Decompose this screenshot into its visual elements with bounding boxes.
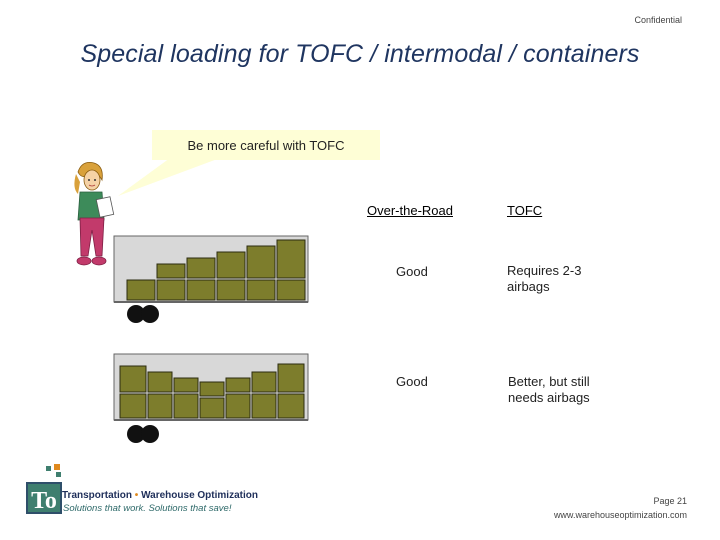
row2-tofc-line2: needs airbags [508,390,590,405]
speech-callout: Be more careful with TOFC [152,130,380,160]
page-title: Special loading for TOFC / intermodal / … [80,40,640,68]
column-header-over-the-road: Over-the-Road [367,203,453,218]
confidential-label: Confidential [634,15,682,25]
row1-tofc: Requires 2-3 airbags [507,263,581,295]
row2-over-the-road: Good [396,374,428,389]
person-illustration [74,162,115,266]
row2-tofc-line1: Better, but still [508,374,590,389]
callout-text: Be more careful with TOFC [187,137,345,153]
trailer-diagram-stepped [113,235,309,323]
footer-url: www.warehouseoptimization.com [553,510,687,520]
trailer-diagram-level [113,353,309,443]
column-header-tofc: TOFC [507,203,543,218]
row1-tofc-line1: Requires 2-3 [507,263,582,278]
company-name-separator: • [134,490,139,501]
callout-pointer [118,158,220,196]
svg-text:To: To [31,488,57,514]
row1-tofc-line2: airbags [507,279,550,294]
row1-over-the-road: Good [396,264,428,279]
page-number: Page 21 [653,496,687,506]
company-name-part1: Transportation [62,490,133,501]
company-name: Transportation • Warehouse Optimization [62,490,258,501]
company-tagline: Solutions that work. Solutions that save… [63,503,232,514]
company-name-part2: Warehouse Optimization [141,490,258,501]
company-logo-mark: To [26,464,62,514]
row2-tofc: Better, but still needs airbags [508,374,590,406]
